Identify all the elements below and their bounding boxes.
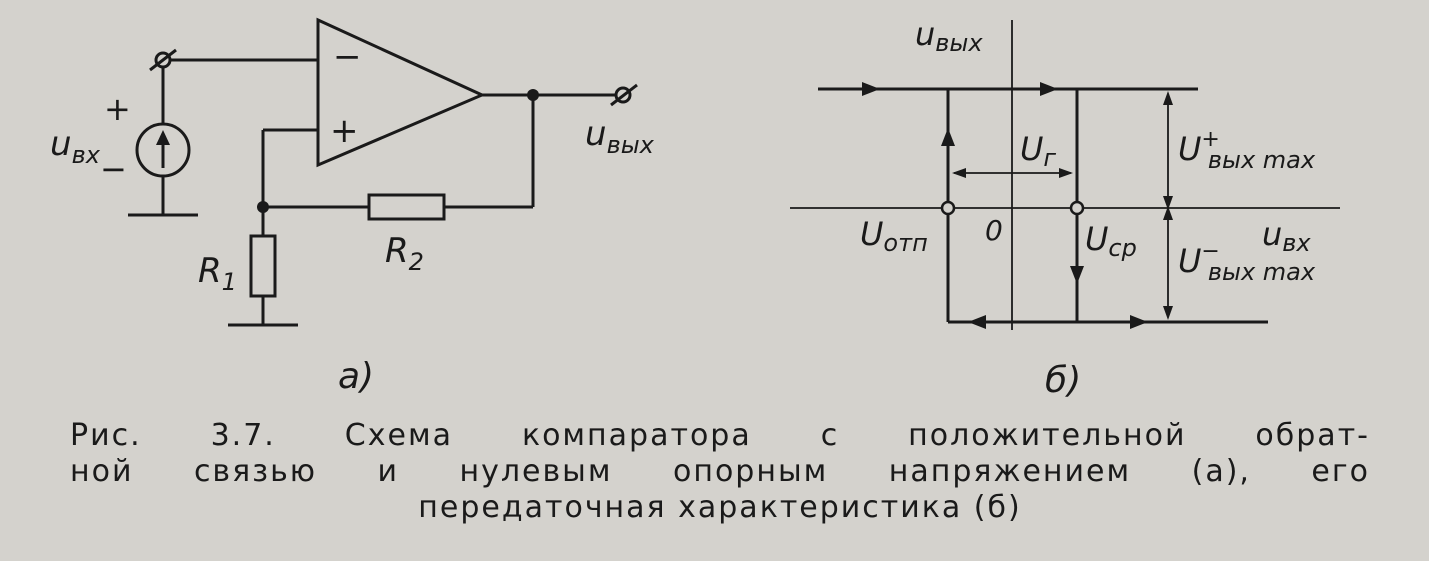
trigger-voltage-label: Uср — [1085, 220, 1137, 262]
origin-label: 0 — [985, 214, 1003, 247]
figure-caption: Рис. 3.7. Схема компаратора с положитель… — [70, 418, 1370, 526]
part-b-label: б) — [1045, 360, 1081, 401]
hysteresis-label: Uг — [1020, 130, 1056, 172]
source-plus-sign: + — [104, 90, 131, 128]
caption-line-2: ной связью и нулевым опорным напряжением… — [70, 454, 1370, 489]
output-voltage-label: uвых — [585, 114, 655, 159]
input-voltage-label: uвх — [50, 124, 101, 169]
source-minus-sign: − — [100, 150, 127, 188]
caption-line-1: Рис. 3.7. Схема компаратора с положитель… — [70, 418, 1370, 453]
arrow-up — [941, 128, 955, 146]
caption-line-3: передаточная характеристика (б) — [418, 490, 1022, 525]
arrow-down — [1070, 266, 1084, 284]
r2-label: R2 — [385, 231, 424, 276]
arrow-upper-left — [862, 82, 880, 96]
figure-graphics: − + + − uвх uвых R2 R1 — [50, 15, 1340, 401]
release-voltage-label: Uотп — [860, 215, 928, 257]
noninverting-input-sign: + — [330, 111, 359, 151]
op-amp-triangle — [316, 17, 486, 168]
y-axis-label: uвых — [915, 15, 983, 57]
arrow-upper-right — [1040, 82, 1058, 96]
r1-label: R1 — [198, 251, 237, 296]
part-a-label: а) — [338, 356, 374, 397]
arrow-lower-right — [1130, 315, 1148, 329]
r1-resistor — [249, 234, 277, 298]
transfer-characteristic: uвых uвх 0 Uг Uотп Uср U+вых max U−вых m — [790, 15, 1340, 401]
inverting-input-sign: − — [333, 37, 362, 77]
x-axis-label: uвх — [1262, 215, 1311, 257]
release-point — [940, 200, 956, 216]
vout-max-plus-label: U+вых max — [1178, 127, 1316, 174]
comparator-circuit: − + + − uвх uвых R2 R1 — [50, 17, 655, 397]
arrow-lower-left — [968, 315, 986, 329]
r2-resistor — [367, 193, 446, 221]
vout-max-minus-label: U−вых max — [1178, 239, 1316, 286]
output-terminal — [614, 86, 632, 104]
trigger-point — [1069, 200, 1085, 216]
